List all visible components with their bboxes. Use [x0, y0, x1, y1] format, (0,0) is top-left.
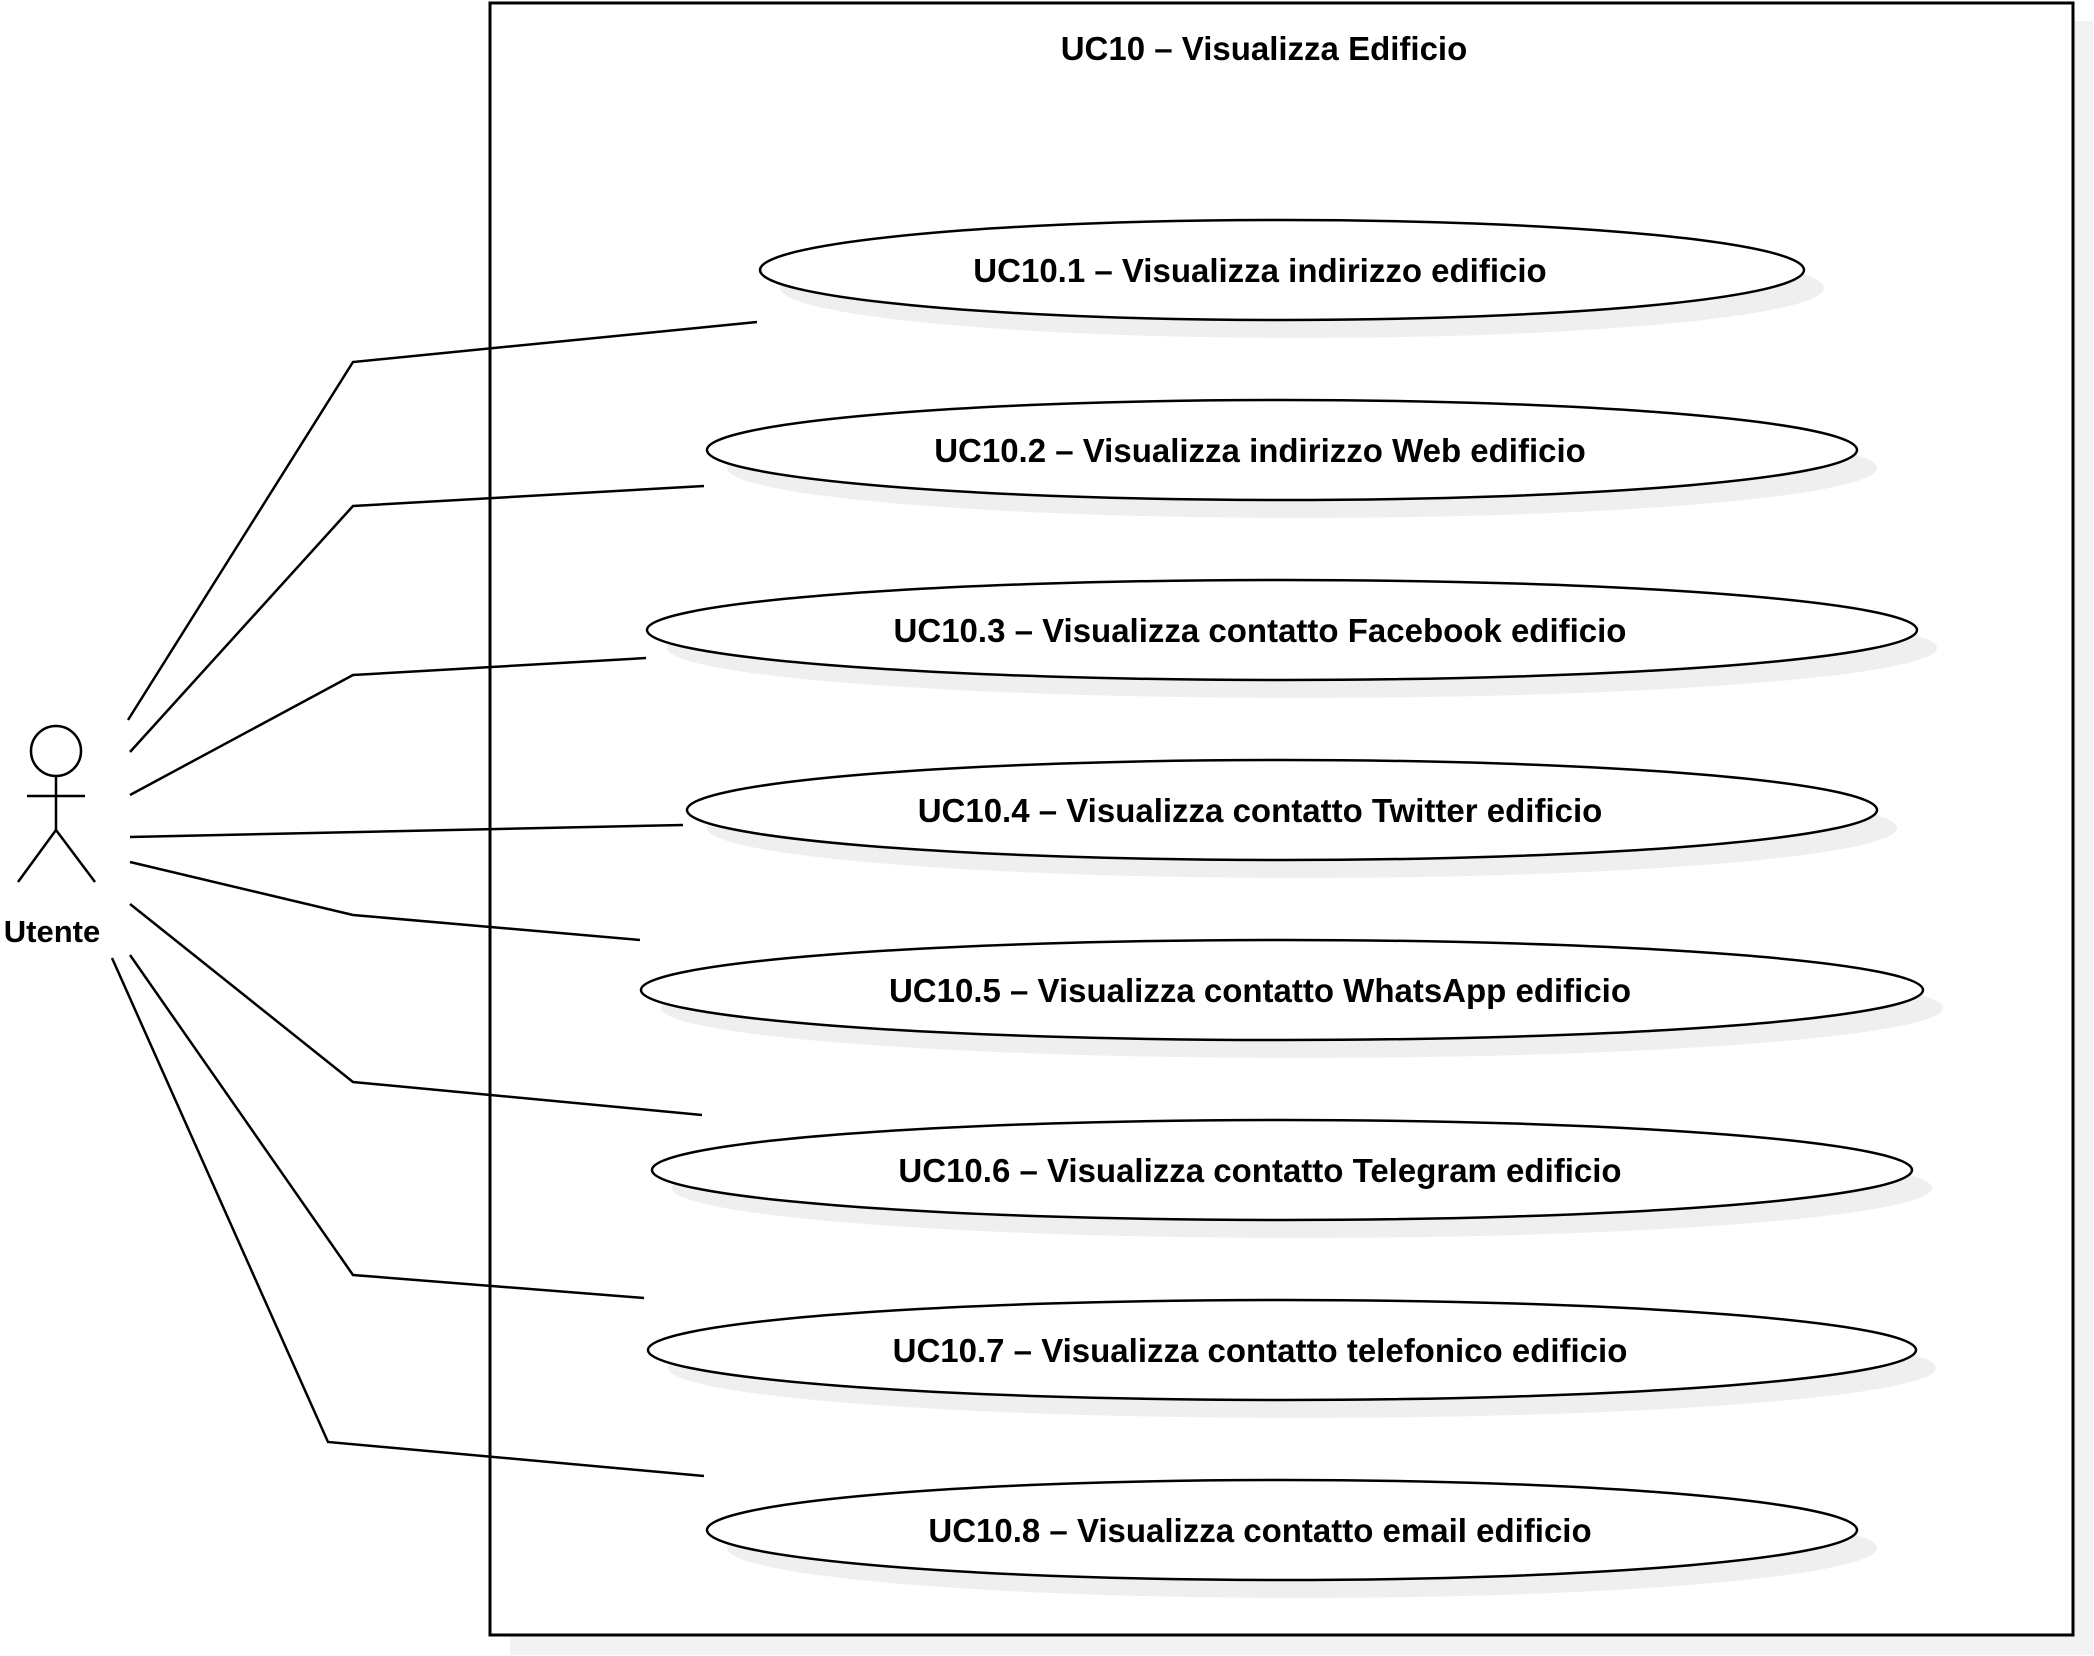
actor-label: Utente: [4, 914, 100, 949]
use-case-label: UC10.6 – Visualizza contatto Telegram ed…: [898, 1152, 1621, 1189]
use-case-ellipse: [646, 1298, 1918, 1402]
use-case-8[interactable]: UC10.8 – Visualizza contatto email edifi…: [705, 1478, 1877, 1598]
use-case-6[interactable]: UC10.6 – Visualizza contatto Telegram ed…: [650, 1118, 1932, 1238]
use-case-label: UC10.7 – Visualizza contatto telefonico …: [893, 1332, 1628, 1369]
use-case-label: UC10.8 – Visualizza contatto email edifi…: [928, 1512, 1591, 1549]
use-case-4[interactable]: UC10.4 – Visualizza contatto Twitter edi…: [685, 758, 1897, 878]
actor-right-leg: [55, 829, 96, 883]
association-line-5: [129, 860, 641, 942]
use-case-7[interactable]: UC10.7 – Visualizza contatto telefonico …: [646, 1298, 1936, 1418]
association-group: [110, 320, 758, 1478]
association-line-1: [126, 320, 758, 721]
actor-utente[interactable]: [16, 724, 96, 883]
use-case-ellipse: [685, 758, 1879, 862]
actor-head: [29, 724, 83, 778]
use-case-ellipse: [639, 938, 1925, 1042]
association-line-6: [129, 903, 703, 1117]
association-line-4: [129, 823, 684, 839]
association-line-3: [129, 656, 647, 797]
association-line-2: [129, 484, 705, 753]
use-case-5[interactable]: UC10.5 – Visualizza contatto WhatsApp ed…: [639, 938, 1943, 1058]
association-line-8: [110, 957, 705, 1478]
association-line-7: [128, 954, 645, 1300]
use-case-label: UC10.4 – Visualizza contatto Twitter edi…: [918, 792, 1603, 829]
use-case-ellipse: [645, 578, 1919, 682]
use-case-3[interactable]: UC10.3 – Visualizza contatto Facebook ed…: [645, 578, 1937, 698]
use-case-ellipse: [650, 1118, 1914, 1222]
use-case-ellipse: [758, 218, 1806, 322]
use-case-label: UC10.5 – Visualizza contatto WhatsApp ed…: [889, 972, 1631, 1009]
actor-left-leg: [16, 829, 58, 883]
use-case-group: UC10.1 – Visualizza indirizzo edificioUC…: [639, 218, 1943, 1598]
use-case-ellipse: [705, 1478, 1859, 1582]
use-case-label: UC10.2 – Visualizza indirizzo Web edific…: [934, 432, 1586, 469]
use-case-label: UC10.3 – Visualizza contatto Facebook ed…: [894, 612, 1627, 649]
use-case-ellipse: [705, 398, 1859, 502]
use-case-label: UC10.1 – Visualizza indirizzo edificio: [973, 252, 1546, 289]
use-case-1[interactable]: UC10.1 – Visualizza indirizzo edificio: [758, 218, 1824, 338]
system-title: UC10 – Visualizza Edificio: [1061, 30, 1468, 67]
use-case-2[interactable]: UC10.2 – Visualizza indirizzo Web edific…: [705, 398, 1877, 518]
